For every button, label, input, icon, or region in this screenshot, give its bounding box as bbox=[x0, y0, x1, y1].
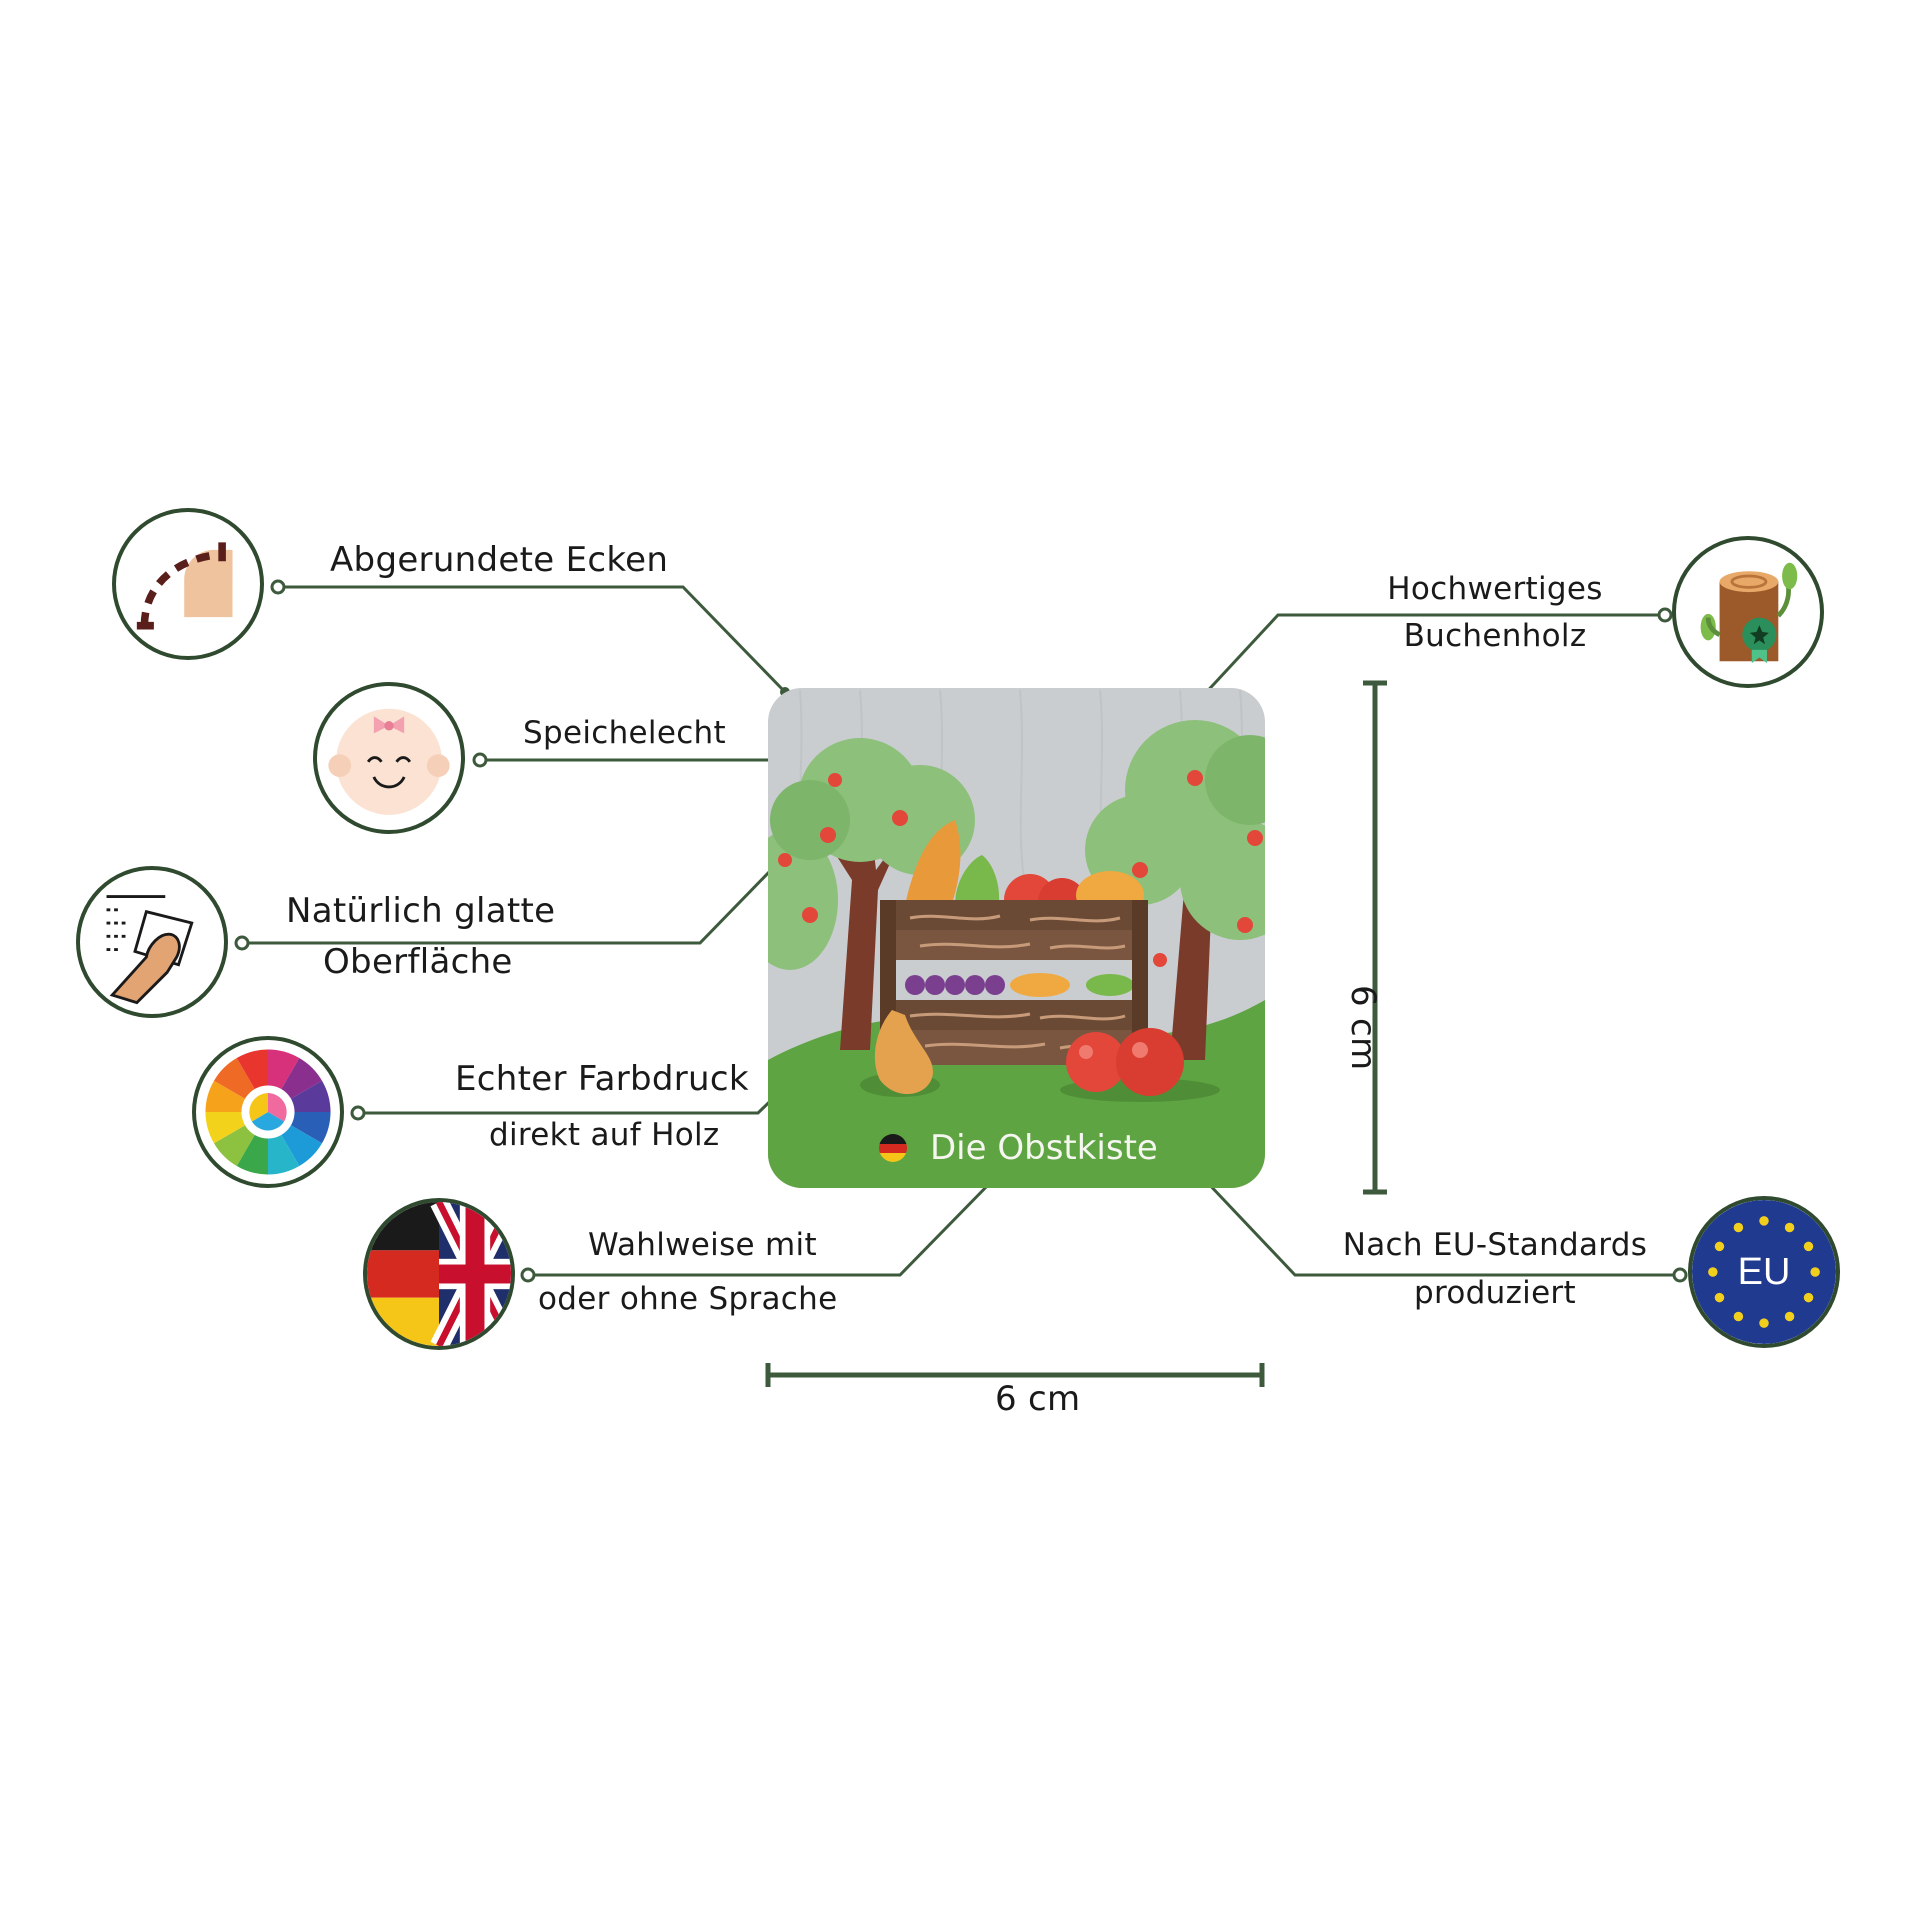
label-smooth-surface-2: Oberfläche bbox=[323, 942, 513, 982]
label-color-print-1: Echter Farbdruck bbox=[455, 1059, 749, 1099]
tile-title: Die Obstkiste bbox=[930, 1128, 1158, 1168]
rounded-corner-icon bbox=[136, 542, 233, 630]
label-eu-2: produziert bbox=[1414, 1275, 1576, 1311]
rounded-corner-badge bbox=[112, 508, 264, 660]
label-eu-1: Nach EU-Standards bbox=[1342, 1227, 1648, 1263]
language-flags-badge bbox=[363, 1198, 515, 1350]
width-dimension-line bbox=[765, 1363, 1265, 1387]
height-dimension-line bbox=[1363, 680, 1387, 1195]
eu-stars-icon bbox=[1692, 1200, 1836, 1344]
color-wheel-icon bbox=[205, 1049, 331, 1175]
wood-log-badge bbox=[1672, 536, 1824, 688]
wood-log-icon bbox=[1700, 562, 1798, 664]
ground-fruits bbox=[860, 1010, 1220, 1102]
connector-rounded-corners bbox=[278, 585, 787, 694]
connector-rings bbox=[234, 579, 1688, 1283]
label-language-2: oder ohne Sprache bbox=[538, 1281, 838, 1317]
label-language-1: Wahlweise mit bbox=[588, 1227, 817, 1263]
label-wood-2: Buchenholz bbox=[1403, 618, 1587, 654]
connector-wood bbox=[1186, 613, 1665, 714]
picture-tile bbox=[768, 688, 1265, 1188]
connector-language bbox=[528, 1180, 993, 1277]
label-smooth-surface-1: Natürlich glatte bbox=[286, 891, 556, 931]
label-saliva-proof: Speichelecht bbox=[523, 715, 726, 751]
eu-badge: EU bbox=[1688, 1196, 1840, 1348]
baby-face-icon bbox=[328, 708, 450, 815]
height-dimension-label: 6 cm bbox=[1343, 985, 1383, 1071]
connector-eu bbox=[1203, 1178, 1680, 1277]
eu-badge-text: EU bbox=[1737, 1250, 1791, 1293]
label-wood-1: Hochwertiges bbox=[1387, 571, 1603, 607]
baby-face-badge bbox=[313, 682, 465, 834]
fruit-crate bbox=[880, 900, 1148, 1065]
width-dimension-label: 6 cm bbox=[995, 1379, 1081, 1419]
hand-wipe-icon bbox=[106, 895, 194, 1005]
de-uk-flags-icon bbox=[367, 1202, 511, 1346]
color-wheel-badge bbox=[192, 1036, 344, 1188]
tile-flag-de bbox=[879, 1134, 907, 1162]
right-tree bbox=[1085, 720, 1265, 1060]
label-rounded-corners: Abgerundete Ecken bbox=[330, 540, 669, 580]
label-color-print-2: direkt auf Holz bbox=[489, 1117, 720, 1153]
smooth-surface-badge bbox=[76, 866, 228, 1018]
connector-lines bbox=[242, 585, 1680, 1277]
